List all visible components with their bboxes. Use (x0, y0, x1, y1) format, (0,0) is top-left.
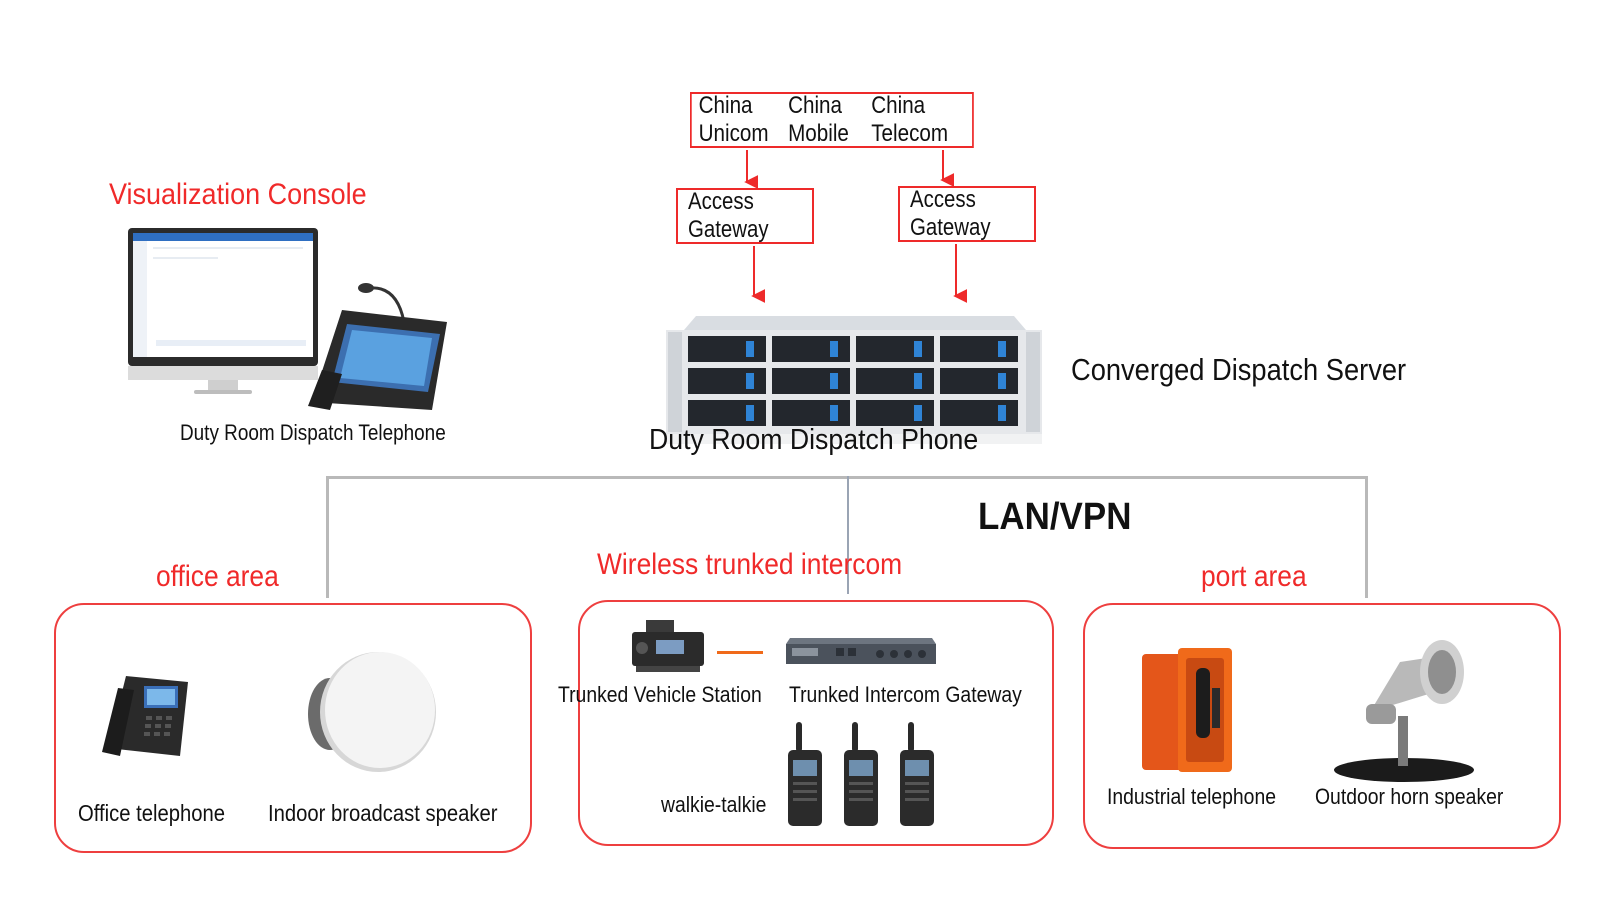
carrier-unicom: China Unicom (698, 92, 769, 147)
converged-dispatch-server-label: Converged Dispatch Server (1071, 352, 1407, 387)
drop-line-office (326, 476, 329, 598)
outdoor-horn-speaker-label: Outdoor horn speaker (1315, 784, 1504, 809)
wireless-area-title: Wireless trunked intercom (597, 548, 903, 581)
office-telephone-label: Office telephone (78, 800, 226, 826)
duty-room-phone-caption: Duty Room Dispatch Telephone (180, 420, 446, 445)
drive-bay-led (830, 373, 838, 389)
ceiling-speaker-icon (308, 652, 436, 772)
vehicle-to-gateway-link (717, 651, 763, 654)
walkie-talkie-icon (844, 722, 878, 826)
access-gateway-left: Access Gateway (676, 188, 814, 244)
carrier-box: China Unicom China Mobile China Telecom (690, 92, 974, 148)
desk-phone-icon (308, 283, 447, 410)
drive-bay-led (746, 341, 754, 357)
walkie-talkie-label: walkie-talkie (661, 792, 767, 817)
drive-bay-led (746, 405, 754, 421)
ip-phone-icon (102, 676, 188, 756)
carrier-mobile: China Mobile (788, 92, 849, 147)
drive-bay (940, 368, 1018, 394)
drive-bay (856, 368, 934, 394)
gateway-device-icon (786, 638, 936, 664)
drive-bay-led (914, 341, 922, 357)
rack-server-icon (666, 316, 1042, 444)
drive-bay (688, 336, 766, 362)
drive-bay-led (914, 373, 922, 389)
drive-bay (940, 400, 1018, 426)
industrial-phone-icon (1142, 648, 1232, 772)
drive-bay-led (830, 341, 838, 357)
drive-bay-led (746, 373, 754, 389)
drive-bay (856, 336, 934, 362)
drive-bay-led (998, 373, 1006, 389)
drop-line-port (1365, 476, 1368, 598)
walkie-talkie-icon (900, 722, 934, 826)
drive-bay (772, 368, 850, 394)
drive-bay (688, 368, 766, 394)
vehicle-radio-icon (632, 620, 704, 672)
vehicle-station-label: Trunked Vehicle Station (558, 682, 762, 707)
drive-bay (940, 336, 1018, 362)
office-area-box (54, 603, 532, 853)
drive-bay-led (914, 405, 922, 421)
port-area-title: port area (1201, 560, 1307, 593)
drive-bay-led (830, 405, 838, 421)
console-title: Visualization Console (109, 178, 367, 211)
network-label: LAN/VPN (978, 496, 1132, 538)
indoor-speaker-label: Indoor broadcast speaker (268, 800, 498, 826)
carrier-telecom: China Telecom (871, 92, 949, 147)
horn-speaker-icon (1334, 640, 1474, 782)
drive-bay (772, 336, 850, 362)
server-caption: Duty Room Dispatch Phone (649, 424, 979, 456)
drive-bay (856, 400, 934, 426)
port-area-box (1083, 603, 1561, 849)
office-area-title: office area (156, 560, 279, 593)
intercom-gateway-label: Trunked Intercom Gateway (789, 682, 1022, 707)
walkie-talkie-icon (788, 722, 822, 826)
drive-bay (772, 400, 850, 426)
drive-bay-led (998, 405, 1006, 421)
drop-line-wireless (847, 476, 849, 594)
wireless-area-box (578, 600, 1054, 846)
drive-bay (688, 400, 766, 426)
industrial-telephone-label: Industrial telephone (1107, 784, 1276, 809)
access-gateway-right: Access Gateway (898, 186, 1036, 242)
drive-bay-led (998, 341, 1006, 357)
monitor-icon (128, 228, 318, 394)
